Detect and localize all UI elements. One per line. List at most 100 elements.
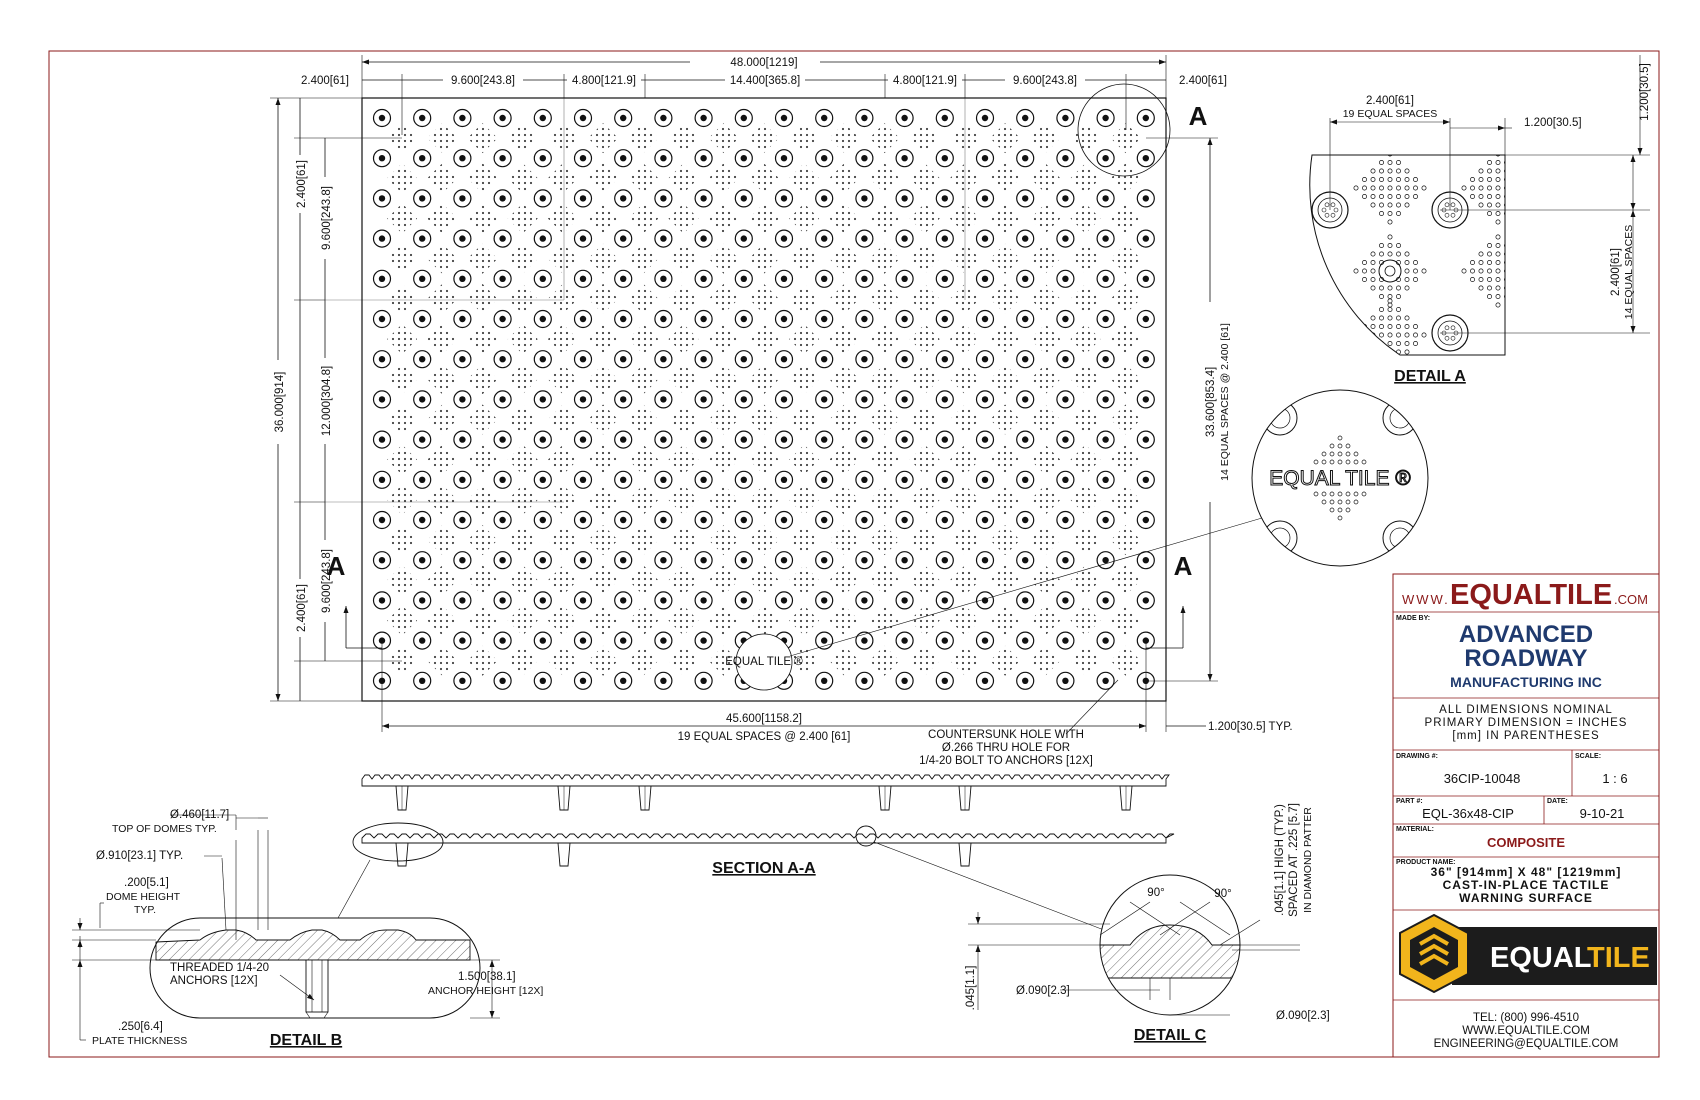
detail-b-dome-base: Ø.910[23.1] TYP. (96, 850, 183, 862)
section-marker-left: A (327, 551, 346, 581)
tile-logo-text: EQUAL TILE ® (725, 656, 803, 668)
detail-c-dot-note-1: .045[1.1] HIGH (TYP.) (1274, 804, 1286, 916)
detail-a-side-value: 2.400[61] (1610, 248, 1622, 296)
detail-c-label: DETAIL C (1134, 1027, 1207, 1044)
dim-bottom-span-note: 19 EQUAL SPACES @ 2.400 [61] (678, 731, 851, 743)
product-line-2: CAST-IN-PLACE TACTILE (1443, 878, 1610, 892)
tile-pattern (372, 108, 1155, 690)
dim-right-span-note: 14 EQUAL SPACES @ 2.400 [61] (1219, 323, 1231, 481)
detail-b-label: DETAIL B (270, 1032, 342, 1049)
left-dimensions: 36.000[914] 2.400[61] 2.400[61] 9.600[24… (270, 97, 402, 702)
product-line-1: 36" [914mm] X 48" [1219mm] (1431, 865, 1622, 879)
tile-plan-view: EQUAL TILE ® (325, 83, 1171, 702)
dim-top-seg4: 4.800[121.9] (893, 75, 957, 87)
detail-b-dome-height-typ: TYP. (134, 904, 156, 916)
dim-top-right-edge: 2.400[61] (1179, 75, 1227, 87)
equaltile-logo: EQUAL TILE (1399, 913, 1657, 994)
section-markers: A A A (327, 101, 1208, 649)
detail-a-top-value: 2.400[61] (1366, 95, 1414, 107)
logo-detail-leader (789, 517, 1263, 657)
dim-right-span-value: 33.600[853.4] (1205, 367, 1217, 437)
detail-c-dot-note-3: IN DIAMOND PATTER (1302, 807, 1314, 913)
dimension-reference-lines (325, 98, 966, 503)
logo-detail-text: EQUAL TILE ® (1269, 467, 1411, 490)
note-line-3: [mm] IN PARENTHESES (1452, 730, 1599, 742)
detail-c-left-value: .045[1.1] (965, 966, 977, 1011)
detail-a-callout-circle (1077, 83, 1171, 177)
product-line-3: WARNING SURFACE (1459, 891, 1593, 905)
date-caption: DATE: (1547, 798, 1568, 805)
dim-top-seg2: 4.800[121.9] (572, 75, 636, 87)
detail-b: Ø.460[11.7] TOP OF DOMES TYP. Ø.910[23.1… (72, 809, 543, 1049)
product-caption: PRODUCT NAME: (1396, 859, 1456, 866)
dim-overall-height: 36.000[914] (274, 372, 286, 433)
detail-b-dome-top: Ø.460[11.7] (170, 809, 229, 821)
detail-b-callout (352, 822, 444, 862)
web-prefix: WWW. (1402, 592, 1450, 607)
date-value: 9-10-21 (1580, 806, 1625, 821)
material-caption: MATERIAL: (1396, 826, 1434, 833)
detail-c-leader (873, 841, 1105, 931)
detail-c-dia-2: Ø.090[2.3] (1276, 1010, 1330, 1022)
detail-a-marker: A (1189, 101, 1208, 131)
dim-top-seg3: 14.400[365.8] (730, 75, 800, 87)
scale-value: 1 : 6 (1602, 771, 1627, 786)
scale-caption: SCALE: (1575, 753, 1601, 760)
company-line-1: ADVANCED (1459, 621, 1593, 648)
detail-a-side-note: 14 EQUAL SPACES (1623, 225, 1635, 320)
dim-top-seg5: 9.600[243.8] (1013, 75, 1077, 87)
detail-b-dome-top-note: TOP OF DOMES TYP. (112, 823, 217, 835)
detail-b-dome-height: .200[5.1] (124, 877, 169, 889)
part-caption: PART #: (1396, 798, 1423, 805)
part-number: EQL-36x48-CIP (1422, 806, 1514, 821)
drawing-caption: DRAWING #: (1396, 753, 1438, 760)
drawing-frame (48, 50, 1660, 1058)
dim-top-left-edge: 2.400[61] (301, 75, 349, 87)
drawing-number: 36CIP-10048 (1444, 771, 1521, 786)
made-by-caption: MADE BY: (1396, 615, 1430, 622)
contact-email: ENGINEERING@EQUALTILE.COM (1434, 1038, 1619, 1050)
countersunk-note-line1: COUNTERSUNK HOLE WITH (928, 729, 1084, 741)
detail-b-dome-height-note: DOME HEIGHT (106, 891, 181, 903)
dim-bottom-edge: 1.200[30.5] TYP. (1208, 721, 1293, 733)
contact-tel: TEL: (800) 996-4510 (1473, 1012, 1579, 1024)
detail-c-angle-1: 90° (1147, 887, 1164, 899)
countersunk-note-line3: 1/4-20 BOLT TO ANCHORS [12X] (919, 755, 1093, 767)
logo-brand-a: EQUAL (1490, 942, 1592, 974)
note-line-1: ALL DIMENSIONS NOMINAL (1439, 704, 1613, 716)
section-a-a-label: SECTION A-A (712, 860, 816, 877)
right-dimensions: 33.600[853.4] 14 EQUAL SPACES @ 2.400 [6… (1146, 137, 1235, 682)
note-line-2: PRIMARY DIMENSION = INCHES (1425, 717, 1628, 729)
company-line-2: ROADWAY (1464, 645, 1587, 672)
countersunk-note-line2: Ø.266 THRU HOLE FOR (942, 742, 1070, 754)
detail-c: 90° 90° .045[1.1] HIGH (TYP.) SPACED AT … (965, 803, 1330, 1044)
detail-c-dia-1: Ø.090[2.3] (1016, 985, 1070, 997)
contact-web: WWW.EQUALTILE.COM (1462, 1025, 1590, 1037)
detail-b-leader (337, 859, 371, 919)
detail-a-top-note: 19 EQUAL SPACES (1343, 108, 1438, 120)
detail-b-plate: .250[6.4] (118, 1021, 163, 1033)
detail-a: 2.400[61] 19 EQUAL SPACES 1.200[30.5] 1.… (1309, 55, 1651, 385)
dim-left-seg2: 12.000[304.8] (321, 366, 333, 436)
company-line-3: MANUFACTURING INC (1450, 674, 1602, 690)
detail-b-anchor-height: 1.500[38.1] (458, 971, 516, 983)
web-suffix: .COM (1614, 592, 1648, 607)
detail-b-anchor-height-note: ANCHOR HEIGHT [12X] (428, 985, 543, 997)
section-marker-right: A (1174, 551, 1193, 581)
dim-left-edge-top: 2.400[61] (296, 160, 308, 208)
detail-b-anchor-note-1: THREADED 1/4-20 (170, 962, 269, 974)
title-block: WWW. EQUALTILE .COM MADE BY: ADVANCED RO… (1392, 573, 1660, 1058)
detail-c-angle-2: 90° (1214, 888, 1231, 900)
detail-a-far-right: 1.200[30.5] (1639, 63, 1651, 121)
logo-brand-b: TILE (1587, 942, 1650, 974)
dim-left-seg3: 9.600[243.8] (321, 549, 333, 613)
detail-c-dot-note-2: SPACED AT .225 [5.7] (1288, 803, 1300, 917)
top-dimensions: 48.000[1219] 2.400[61] 9.600[243.8] 4.80… (292, 55, 1236, 135)
dim-bottom-span-value: 45.600[1158.2] (726, 713, 802, 725)
detail-a-label: DETAIL A (1394, 368, 1466, 385)
dim-left-edge-bottom: 2.400[61] (296, 584, 308, 632)
web-brand: EQUALTILE (1450, 579, 1612, 611)
bottom-dimensions: 45.600[1158.2] 19 EQUAL SPACES @ 2.400 [… (381, 640, 1293, 767)
dim-top-seg1: 9.600[243.8] (451, 75, 515, 87)
